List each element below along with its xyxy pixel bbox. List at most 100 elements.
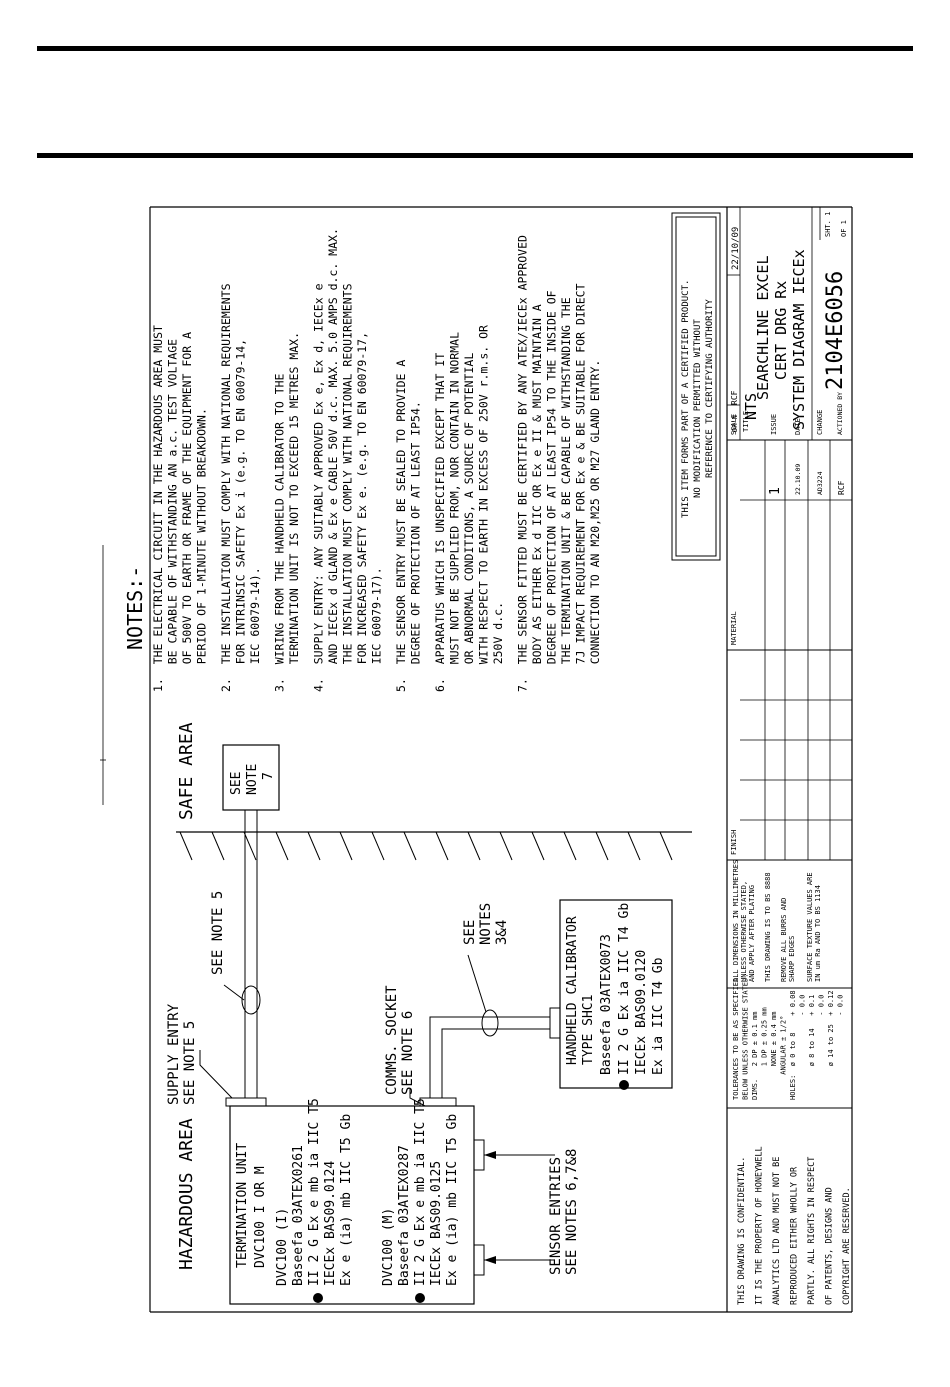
sensor-entries-label: SENSOR ENTRIES <box>548 1157 564 1275</box>
note-line: 1. THE ELECTRICAL CIRCUIT IN THE HAZARDO… <box>151 325 165 692</box>
supply-gland <box>225 1097 267 1107</box>
scale-value: NTS <box>742 393 760 420</box>
dimensions-line: ALL DIMENSIONS IN MILLIMETRES <box>732 860 740 982</box>
note-line: THE TERMINATION UNIT & BE CAPABLE OF WIT… <box>559 297 573 692</box>
issue-label: ISSUE <box>770 414 778 435</box>
hatch-mark <box>595 831 609 861</box>
hatch-mark <box>211 831 225 861</box>
material-label: MATERIAL <box>730 611 738 645</box>
dimensions-line: AND APPLY AFTER PLATING <box>748 885 756 982</box>
tolerance-line: 1 DP ± 0.25 mm <box>761 1007 769 1100</box>
note-line: 4. SUPPLY ENTRY: ANY SUITABLY APPROVED E… <box>312 283 326 692</box>
tolerance-line: NONE ± 0.4 mm <box>770 1011 778 1100</box>
confidential-line: COPYRIGHT ARE RESERVED. <box>842 1187 852 1305</box>
sensor-entry-2 <box>473 1244 485 1276</box>
supply-entry-label: SUPPLY ENTRY <box>166 1003 182 1105</box>
note-line: 3. WIRING FROM THE HANDHELD CALIBRATOR T… <box>273 373 287 692</box>
termination-unit-line: Ex e (ia) mb IIC T5 Gb <box>445 1114 460 1286</box>
hatch-mark <box>275 831 289 861</box>
supply-entry-leader <box>199 1050 233 1099</box>
see-notes-label: 3&4 <box>494 920 510 945</box>
title-line-1: SEARCHLINE EXCEL <box>754 256 772 401</box>
area-boundary <box>176 831 692 861</box>
boundary-hatching <box>179 831 673 861</box>
hatch-mark <box>659 831 673 861</box>
drawing-number: 2104E6056 <box>823 271 848 390</box>
calibrator-gland <box>549 1007 561 1039</box>
notes-body: 1. THE ELECTRICAL CIRCUIT IN THE HAZARDO… <box>151 228 602 692</box>
termination-unit-line: IECEx BAS09.0125 <box>429 1161 444 1286</box>
hatch-mark <box>499 831 513 861</box>
certified-text: THIS ITEM FORMS PART OF A CERTIFIED PROD… <box>681 280 715 518</box>
tolerance-line: DIMS. 2 DP ± 0.1 mm <box>751 1011 759 1100</box>
title-block-text: THIS DRAWING IS CONFIDENTIAL. IT IS THE P… <box>730 212 852 1305</box>
confidential-line: REPRODUCED EITHER WHOLLY OR <box>790 1166 800 1305</box>
termination-unit-box <box>229 1105 475 1305</box>
supply-cable-marker <box>241 985 261 1015</box>
title-line-3: SYSTEM DIAGRAM IECEx <box>790 249 808 430</box>
note-line: 250V d.c. <box>491 602 505 692</box>
confidential-line: THIS DRAWING IS CONFIDENTIAL. <box>737 1157 747 1305</box>
drawn-value: RCF <box>730 390 739 405</box>
comms-socket-note: SEE NOTE 6 <box>400 1011 416 1095</box>
comms-cable-marker <box>481 1009 499 1037</box>
termination-unit-line: Baseefa 03ATEX0287 <box>397 1145 412 1286</box>
confidential-line: OF PATENTS, DESIGNS AND <box>825 1187 835 1305</box>
supply-cable-leader <box>223 984 245 1001</box>
note-line: AND IECEx d GLAND & Ex e CABLE 50V d.c. … <box>326 228 340 692</box>
comms-cable-b <box>441 1028 550 1098</box>
note-line: FOR INTRINSIC SAFETY Ex i (e.g. TO EN 60… <box>234 339 248 692</box>
see-notes-label: NOTES <box>478 903 494 945</box>
note-line: OR ABNORMAL CONDITIONS, A SOURCE OF POTE… <box>462 353 476 692</box>
date-value: 22.10.09 <box>794 464 802 495</box>
termination-unit-line: Baseefa 03ATEX0261 <box>291 1145 306 1286</box>
termination-unit-line: IECEx BAS09.0124 <box>323 1161 338 1286</box>
actioned-value: RCF <box>837 480 846 495</box>
dimensions-line: THIS DRAWING IS TO BS 8888 <box>764 872 772 982</box>
note-line: DEGREE OF PROTECTION OF AT LEAST IP54 TO… <box>545 290 559 692</box>
calibrator-line: IECEx BAS09.0120 <box>634 950 649 1075</box>
tolerance-line: HOLES: ø 0 to 8 + 0.08 <box>789 990 797 1100</box>
note-line: 6. APPARATUS WHICH IS UNSPECIFIED EXCEPT… <box>433 353 447 692</box>
hatch-mark <box>563 831 577 861</box>
date-label: DATE <box>794 418 802 435</box>
calibrator-line: TYPE SHC1 <box>581 995 596 1065</box>
certified-line: THIS ITEM FORMS PART OF A CERTIFIED PROD… <box>681 280 691 518</box>
title-line-2: CERT DRG Rx <box>772 281 790 380</box>
drawn-label: DR'N <box>731 415 739 432</box>
hatch-mark <box>403 831 417 861</box>
arrow-head-icon <box>484 1256 496 1264</box>
hatch-mark <box>243 831 257 861</box>
note-line: 7. THE SENSOR FITTED MUST BE CERTIFIED B… <box>516 235 530 692</box>
change-value: AD3224 <box>816 471 824 495</box>
confidential-line: PARTLY. ALL RIGHTS IN RESPECT <box>807 1157 817 1305</box>
note-line: PERIOD OF 1-MINUTE WITHOUT BREAKDOWN. <box>195 408 209 692</box>
calibrator-line: II 2 G Ex ia IIC T4 Gb <box>617 903 632 1075</box>
calibrator-line: Baseefa 03ATEX0073 <box>599 934 614 1075</box>
tolerance-line: - 0.0 <box>837 995 845 1100</box>
confidential-line: IT IS THE PROPERTY OF HONEYWELL <box>755 1146 765 1305</box>
notes-title: NOTES:- <box>123 566 147 650</box>
ex-mark-icon <box>415 1293 425 1303</box>
note-line: 2. THE INSTALLATION MUST COMPLY WITH NAT… <box>219 283 233 692</box>
tolerance-line: - 0.0 <box>818 995 826 1100</box>
calibrator-line: Ex ia IIC T4 Gb <box>651 957 666 1075</box>
tolerance-line: ø 14 to 25 + 0.12 <box>827 990 835 1100</box>
calibrator-box <box>559 899 673 1089</box>
confidential-line: ANALYTICS LTD AND MUST NOT BE <box>772 1157 782 1305</box>
hatch-mark <box>627 831 641 861</box>
change-label: CHANGE <box>816 410 824 435</box>
hatch-mark <box>307 831 321 861</box>
drawn-date: 22/10/09 <box>731 227 741 270</box>
note-line: OF 500V TO EARTH OR FRAME OF THE EQUIPME… <box>180 332 194 692</box>
see-note-7-text: SEE <box>229 772 244 795</box>
issue-value: 1 <box>768 487 783 495</box>
note-line: BODY AS EITHER Ex d IIC OR Ex e II & MUS… <box>530 304 544 692</box>
actioned-label: ACTIONED BY <box>836 392 844 435</box>
sensor-entries-note: SEE NOTES 6,7&8 <box>564 1149 580 1275</box>
note-line: THE INSTALLATION MUST COMPLY WITH NATION… <box>341 283 355 692</box>
note-line: MUST NOT BE SUPPLIED FROM, NOR CONTAIN I… <box>448 332 462 692</box>
arrow-head-icon <box>484 1151 496 1159</box>
